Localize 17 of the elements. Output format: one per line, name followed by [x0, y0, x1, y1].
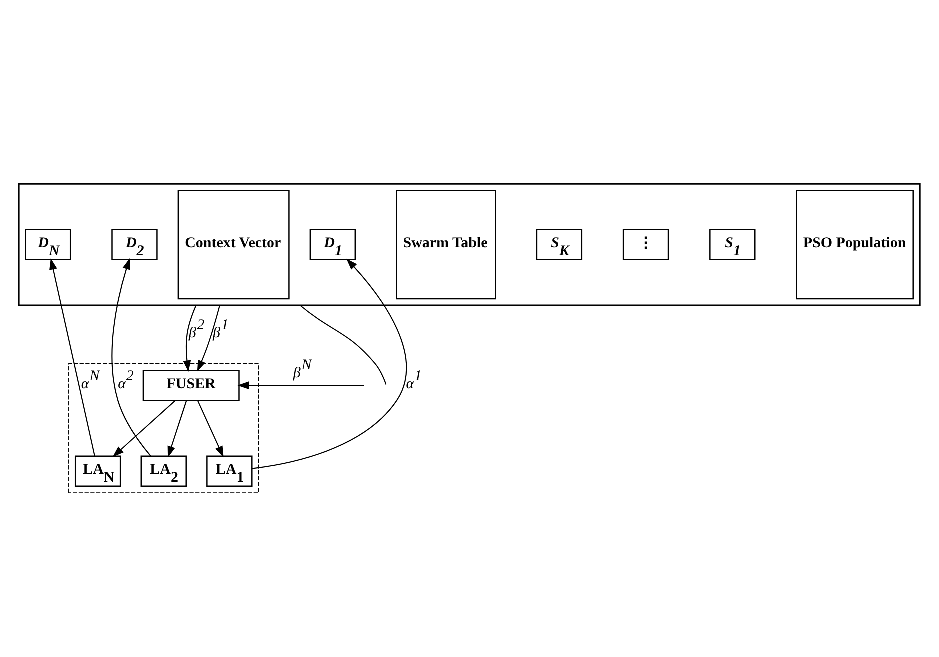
arrow — [238, 382, 364, 390]
arrow — [197, 400, 224, 458]
node-box: FUSER — [142, 370, 240, 402]
node-box: Swarm Table — [396, 190, 496, 300]
arrow — [50, 258, 96, 456]
arrow — [252, 258, 408, 470]
cluster — [68, 364, 260, 494]
connector — [300, 305, 387, 385]
cluster — [18, 183, 921, 306]
node-box: Context Vector — [178, 190, 290, 300]
arrow — [168, 400, 188, 458]
arrow — [183, 305, 197, 372]
node-box: PSO Population — [796, 190, 914, 300]
arrow — [112, 258, 152, 457]
node-box: ⋮ — [622, 229, 670, 260]
arrow — [112, 400, 176, 458]
arrow — [197, 306, 220, 372]
